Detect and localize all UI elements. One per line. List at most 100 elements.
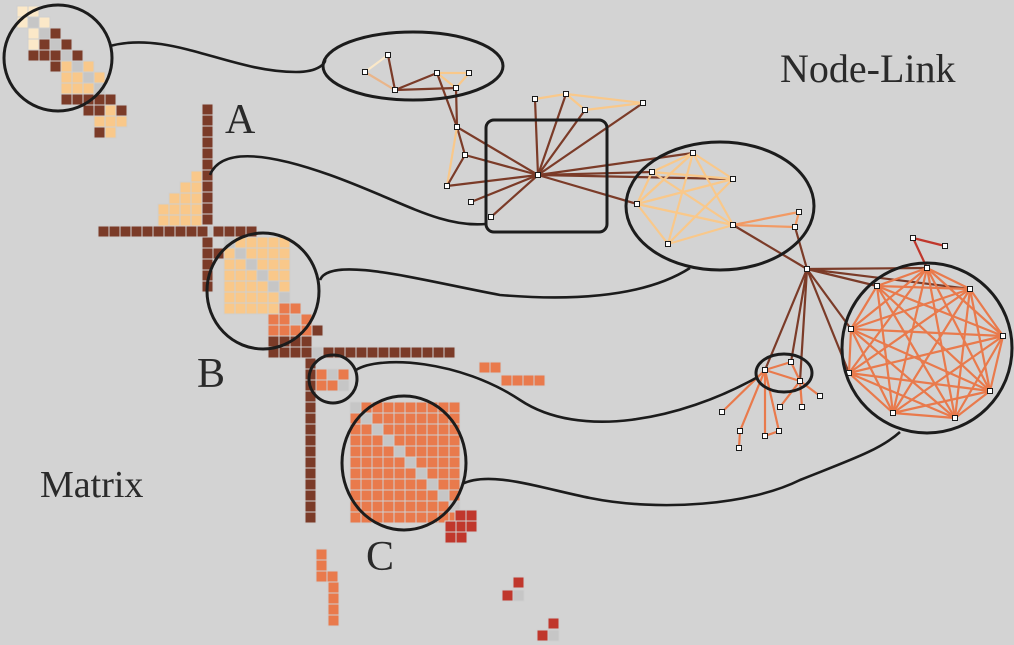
- graph-edge: [650, 170, 735, 227]
- matrix-cell: [437, 434, 450, 447]
- cluster-outline-hub-box: [484, 118, 609, 234]
- cluster-outline-small-node: [754, 352, 814, 394]
- matrix-cell: [360, 456, 373, 469]
- matrix-cell: [190, 214, 203, 227]
- matrix-cell: [115, 115, 128, 128]
- graph-edge: [911, 236, 947, 248]
- matrix-cell: [245, 247, 258, 260]
- matrix-cell: [404, 500, 417, 513]
- matrix-cell: [327, 581, 340, 594]
- matrix-cell: [267, 291, 280, 304]
- graph-edge: [455, 125, 467, 157]
- matrix-cell: [27, 16, 40, 29]
- graph-edge: [536, 151, 695, 177]
- graph-edge: [891, 389, 992, 415]
- matrix-cell: [355, 346, 368, 359]
- graph-edge: [805, 267, 879, 288]
- graph-edge: [953, 389, 992, 420]
- matrix-cell: [256, 258, 269, 271]
- matrix-cell: [304, 401, 317, 414]
- matrix-cell: [421, 346, 434, 359]
- matrix-cell: [38, 49, 51, 62]
- matrix-cell: [93, 115, 106, 128]
- graph-edge: [463, 153, 540, 177]
- matrix-cell: [315, 548, 328, 561]
- matrix-cell: [311, 324, 324, 337]
- matrix-cell: [304, 500, 317, 513]
- graph-edge: [805, 266, 929, 271]
- graph-node: [649, 169, 655, 175]
- matrix-cell: [426, 478, 439, 491]
- matrix-cell: [512, 576, 525, 589]
- graph-edge: [731, 210, 801, 227]
- graph-node: [910, 235, 916, 241]
- graph-edge: [469, 173, 540, 204]
- matrix-cell: [60, 49, 73, 62]
- matrix-cell: [382, 478, 395, 491]
- matrix-cell: [267, 247, 280, 260]
- matrix-cell: [371, 500, 384, 513]
- matrix-cell: [432, 346, 445, 359]
- matrix-cell: [415, 412, 428, 425]
- matrix-cell: [315, 570, 328, 583]
- graph-node: [952, 415, 958, 421]
- matrix-cell: [278, 291, 291, 304]
- matrix-cell: [201, 247, 214, 260]
- matrix-view: [16, 5, 560, 642]
- matrix-cell: [60, 93, 73, 106]
- matrix-cell: [289, 302, 302, 315]
- matrix-cell: [256, 291, 269, 304]
- matrix-cell: [426, 445, 439, 458]
- matrix-cell: [393, 423, 406, 436]
- graph-edge: [793, 225, 809, 271]
- matrix-cell: [71, 71, 84, 84]
- matrix-cell: [201, 103, 214, 116]
- matrix-cell: [201, 180, 214, 193]
- matrix-cell: [393, 511, 406, 524]
- matrix-cell: [82, 82, 95, 95]
- matrix-cell: [304, 445, 317, 458]
- graph-node: [468, 199, 474, 205]
- matrix-cell: [201, 158, 214, 171]
- matrix-cell: [27, 49, 40, 62]
- matrix-cell: [393, 434, 406, 447]
- matrix-cell: [426, 489, 439, 502]
- graph-node: [762, 367, 768, 373]
- graph-node: [777, 404, 783, 410]
- matrix-cell: [437, 423, 450, 436]
- graph-edge: [635, 177, 735, 206]
- matrix-cell: [455, 520, 468, 533]
- matrix-cell: [223, 302, 236, 315]
- matrix-cell: [201, 125, 214, 138]
- graph-edge: [650, 151, 695, 174]
- graph-edge: [968, 287, 992, 393]
- graph-edge: [455, 125, 540, 177]
- matrix-cell: [437, 456, 450, 469]
- graph-edge: [891, 411, 957, 420]
- matrix-cell: [465, 509, 478, 522]
- graph-node: [434, 70, 440, 76]
- matrix-cell: [437, 467, 450, 480]
- matrix-cell: [404, 434, 417, 447]
- matrix-cell: [152, 225, 165, 238]
- matrix-cell: [245, 302, 258, 315]
- cluster-link-connector: [109, 41, 327, 74]
- matrix-cell: [119, 225, 132, 238]
- matrix-cell: [426, 500, 439, 513]
- matrix-cell: [60, 71, 73, 84]
- graph-edge: [763, 368, 802, 383]
- matrix-cell: [300, 346, 313, 359]
- matrix-cell: [157, 214, 170, 227]
- matrix-cell: [278, 324, 291, 337]
- matrix-cell: [179, 214, 192, 227]
- matrix-cell: [174, 225, 187, 238]
- matrix-cell: [404, 511, 417, 524]
- matrix-cell: [267, 269, 280, 282]
- graph-edge: [731, 223, 797, 229]
- matrix-cell: [547, 629, 560, 642]
- node-link-label: Node-Link: [780, 46, 956, 91]
- graph-edge: [875, 266, 929, 288]
- matrix-cell: [234, 258, 247, 271]
- matrix-cell: [304, 478, 317, 491]
